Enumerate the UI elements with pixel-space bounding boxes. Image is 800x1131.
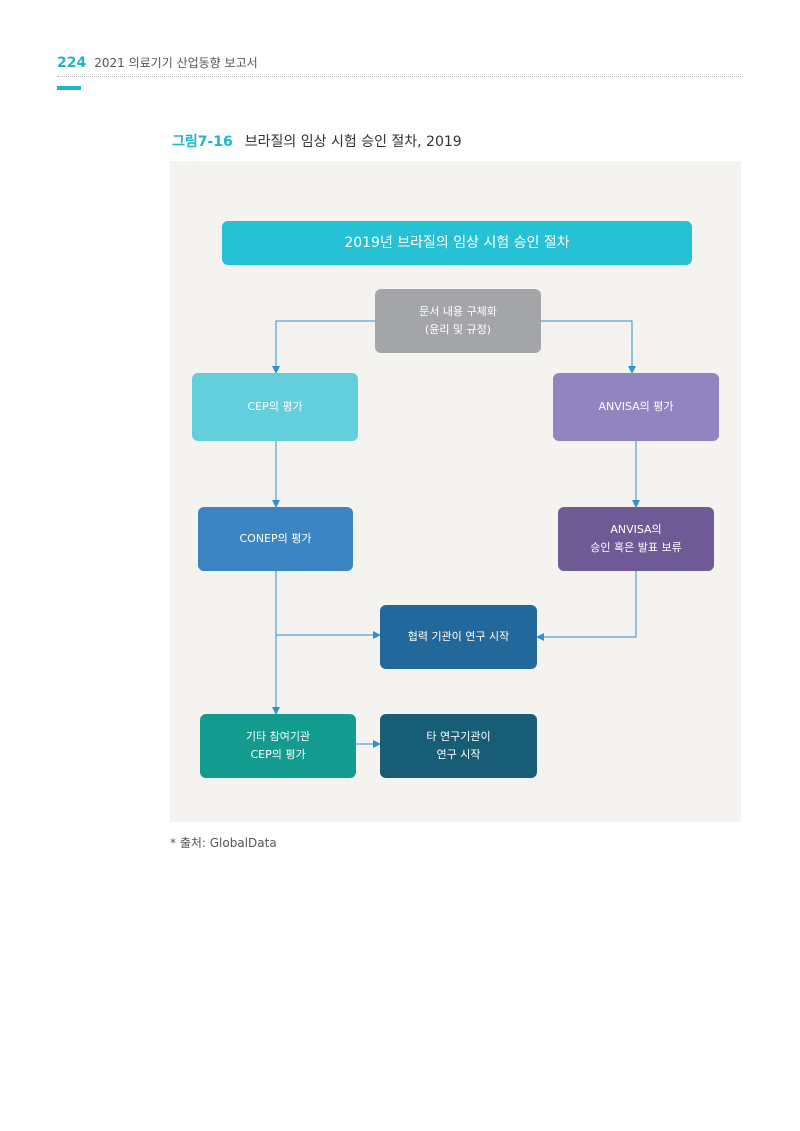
study-start-label: 협력 기관이 연구 시작	[407, 630, 510, 643]
other-study-start-box: 타 연구기관이 연구 시작	[380, 714, 537, 778]
anvisa-decision-line1: ANVISA의	[610, 523, 662, 536]
arrow-document-to-cep	[272, 320, 375, 374]
figure-title: 브라질의 임상 시험 승인 절차, 2019	[244, 134, 462, 150]
anvisa-decision-box: ANVISA의 승인 혹은 발표 보류	[558, 507, 714, 571]
arrow-decision-to-study-start	[536, 571, 637, 641]
anvisa-evaluation-label: ANVISA의 평가	[598, 400, 674, 413]
flowchart-title: 2019년 브라질의 임상 시험 승인 절차	[344, 235, 570, 251]
document-line1: 문서 내용 구체화	[419, 305, 497, 318]
other-start-line1: 타 연구기관이	[426, 730, 491, 743]
cep-evaluation-label: CEP의 평가	[247, 400, 303, 413]
other-cep-line1: 기타 참여기관	[245, 730, 311, 743]
conep-evaluation-label: CONEP의 평가	[239, 532, 312, 545]
diagram-panel	[170, 161, 741, 822]
publication-title: 2021 의료기기 산업동향 보고서	[94, 56, 258, 70]
page-number: 224	[57, 55, 87, 71]
study-start-box: 협력 기관이 연구 시작	[380, 605, 537, 669]
anvisa-decision-line2: 승인 혹은 발표 보류	[590, 541, 682, 554]
other-start-line2: 연구 시작	[436, 748, 481, 761]
other-cep-line2: CEP의 평가	[250, 748, 306, 761]
flowchart-title-box: 2019년 브라질의 임상 시험 승인 절차	[222, 221, 692, 265]
page-header: 224 2021 의료기기 산업동향 보고서	[57, 54, 258, 71]
header-accent-bar	[57, 86, 81, 90]
figure-caption: 그림7-16 브라질의 임상 시험 승인 절차, 2019	[172, 131, 462, 151]
header-divider	[57, 76, 743, 77]
document-line2: (윤리 및 규정)	[424, 323, 492, 336]
other-cep-evaluation-box: 기타 참여기관 CEP의 평가	[200, 714, 356, 778]
anvisa-evaluation-box: ANVISA의 평가	[553, 373, 719, 441]
arrow-document-to-anvisa	[541, 320, 636, 374]
document-specification-box: 문서 내용 구체화 (윤리 및 규정)	[375, 289, 541, 353]
conep-evaluation-box: CONEP의 평가	[198, 507, 353, 571]
figure-number: 그림7-16	[172, 134, 233, 150]
cep-evaluation-box: CEP의 평가	[192, 373, 358, 441]
source-note: * 출처: GlobalData	[170, 836, 277, 850]
